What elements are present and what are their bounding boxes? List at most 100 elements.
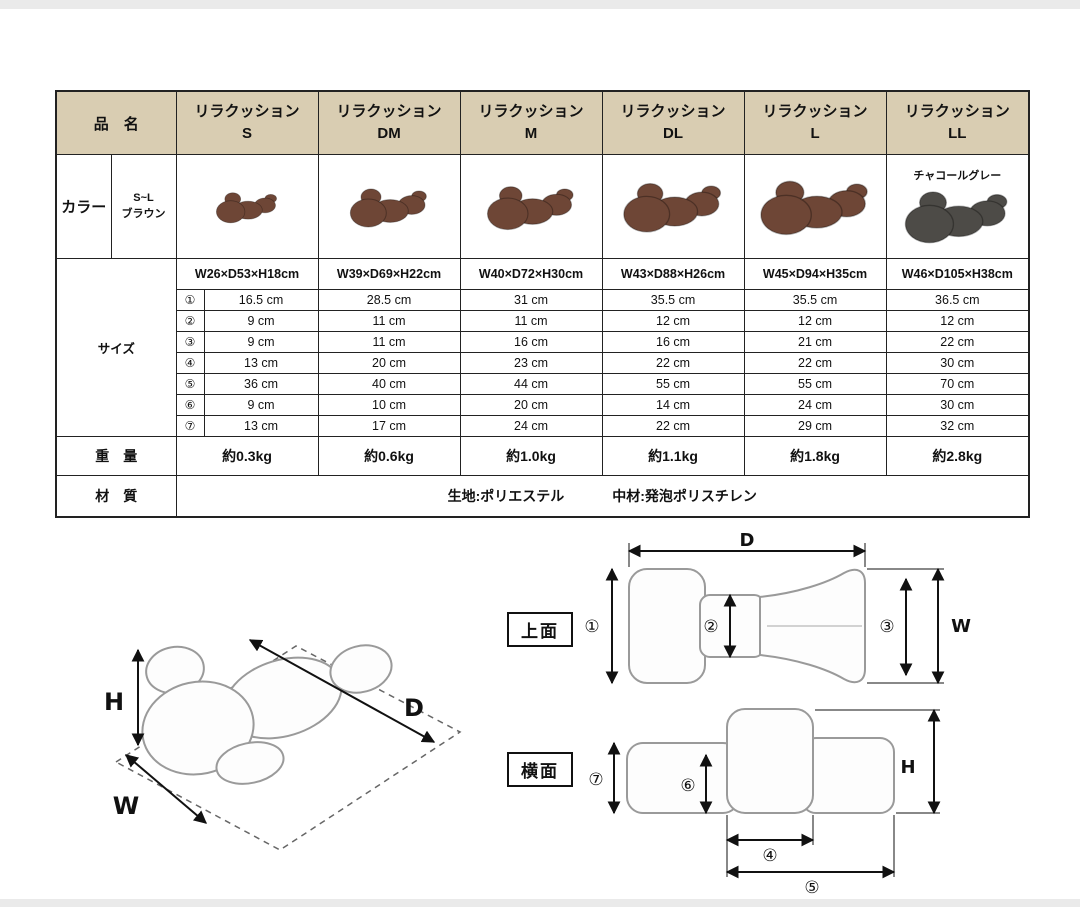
size-value: 9 cm	[203, 394, 319, 416]
product-image-dl	[622, 176, 724, 237]
dims-cell: W45×D94×H35cm	[743, 258, 887, 290]
row-label-material: 材 質	[55, 475, 177, 518]
size-value: 22 cm	[601, 352, 745, 374]
size-value: 24 cm	[459, 415, 603, 437]
depth-label: D	[404, 694, 424, 722]
size-value: 32 cm	[885, 415, 1030, 437]
size-value: 12 cm	[601, 310, 745, 332]
size-value: 35.5 cm	[601, 289, 745, 311]
size-row-2: ② 9 cm 11 cm 11 cm 12 cm 12 cm 12 cm	[56, 310, 1030, 332]
size-value: 13 cm	[203, 352, 319, 374]
product-name-label: 品 名	[93, 115, 139, 133]
depth-label: D	[740, 533, 755, 551]
size-value: 16 cm	[459, 331, 603, 353]
size-value: 55 cm	[743, 373, 887, 395]
size-value: 22 cm	[743, 352, 887, 374]
material-fabric: 生地:ポリエステル	[447, 488, 565, 504]
size-value: 28.5 cm	[317, 289, 461, 311]
size-value: 20 cm	[317, 352, 461, 374]
weight-value: 約1.8kg	[743, 436, 887, 476]
size-num: ⑤	[175, 373, 205, 395]
dims-cell: W40×D72×H30cm	[459, 258, 603, 290]
material-row: 材 質 生地:ポリエステル中材:発泡ポリスチレン	[55, 475, 1030, 518]
measure-5-label: ⑤	[804, 878, 819, 898]
size-value: 40 cm	[317, 373, 461, 395]
size-value: 36 cm	[203, 373, 319, 395]
measure-3-label: ③	[879, 617, 894, 637]
product-image-cell-s	[175, 154, 319, 259]
size-value: 30 cm	[885, 394, 1030, 416]
isometric-diagram: H D W	[78, 570, 478, 875]
size-value: 36.5 cm	[885, 289, 1030, 311]
width-arrow	[125, 754, 207, 824]
dims-cell: W43×D88×H26cm	[601, 258, 745, 290]
size-num: ④	[175, 352, 205, 374]
width-label: W	[113, 792, 139, 820]
screen-edge-top	[0, 0, 1080, 9]
size-row-1: ① 16.5 cm 28.5 cm 31 cm 35.5 cm 35.5 cm …	[56, 289, 1030, 311]
weight-row: 重 量 約0.3kg 約0.6kg 約1.0kg 約1.1kg 約1.8kg 約…	[55, 436, 1030, 476]
size-value: 30 cm	[885, 352, 1030, 374]
side-view-label: 横面	[521, 762, 559, 781]
size-value: 44 cm	[459, 373, 603, 395]
size-value: 22 cm	[885, 331, 1030, 353]
size-value: 17 cm	[317, 415, 461, 437]
top-view-label: 上面	[521, 622, 559, 641]
size-value: 24 cm	[743, 394, 887, 416]
side-view-label-box: 横面	[507, 752, 573, 787]
size-value: 13 cm	[203, 415, 319, 437]
row-label-weight: 重 量	[55, 436, 177, 476]
depth-arrow	[248, 639, 436, 743]
size-value: 22 cm	[601, 415, 745, 437]
size-value: 35.5 cm	[743, 289, 887, 311]
size-row-5: ⑤ 36 cm 40 cm 44 cm 55 cm 55 cm 70 cm	[56, 373, 1030, 395]
weight-value: 約1.0kg	[459, 436, 603, 476]
size-value: 16 cm	[601, 331, 745, 353]
row-label-size: サイズ	[55, 258, 177, 437]
product-image-cell-m	[459, 154, 603, 259]
size-value: 16.5 cm	[203, 289, 319, 311]
measure-7-label: ⑦	[588, 770, 603, 790]
product-image-cell-ll: チャコールグレー	[885, 154, 1030, 259]
side-view-diagram: ⑦ ⑥ H ④ ⑤	[572, 693, 1032, 903]
size-num: ③	[175, 331, 205, 353]
size-value: 12 cm	[885, 310, 1030, 332]
measure-1-label: ①	[584, 617, 599, 637]
header-product-name: 品 名	[55, 90, 177, 155]
dimensions-row: サイズ W26×D53×H18cm W39×D69×H22cm W40×D72×…	[55, 258, 1030, 437]
dims-cell: W46×D105×H38cm	[885, 258, 1030, 290]
height-label: H	[104, 688, 124, 716]
dims-cell: W26×D53×H18cm	[175, 258, 319, 290]
measure-6-label: ⑥	[680, 776, 695, 796]
size-value: 11 cm	[317, 310, 461, 332]
product-image-dm	[349, 183, 429, 231]
size-value: 14 cm	[601, 394, 745, 416]
size-row-6: ⑥ 9 cm 10 cm 20 cm 14 cm 24 cm 30 cm	[56, 394, 1030, 416]
product-image-ll	[903, 184, 1011, 248]
width-label: W	[951, 616, 971, 637]
size-value: 29 cm	[743, 415, 887, 437]
size-value: 10 cm	[317, 394, 461, 416]
measure-4-label: ④	[762, 846, 777, 866]
size-value: 70 cm	[885, 373, 1030, 395]
size-value: 12 cm	[743, 310, 887, 332]
size-row-7: ⑦ 13 cm 17 cm 24 cm 22 cm 29 cm 32 cm	[56, 415, 1030, 437]
dims-cell: W39×D69×H22cm	[317, 258, 461, 290]
product-image-cell-dl	[601, 154, 745, 259]
size-value: 55 cm	[601, 373, 745, 395]
size-value: 20 cm	[459, 394, 603, 416]
size-row-4: ④ 13 cm 20 cm 23 cm 22 cm 22 cm 30 cm	[56, 352, 1030, 374]
size-num: ②	[175, 310, 205, 332]
measure-2-label: ②	[703, 617, 718, 637]
cushion-isometric-outline	[141, 644, 393, 785]
weight-value: 約0.3kg	[175, 436, 319, 476]
height-label: H	[900, 757, 915, 778]
size-value: 23 cm	[459, 352, 603, 374]
screen-edge-bottom	[0, 899, 1080, 907]
size-num: ⑥	[175, 394, 205, 416]
